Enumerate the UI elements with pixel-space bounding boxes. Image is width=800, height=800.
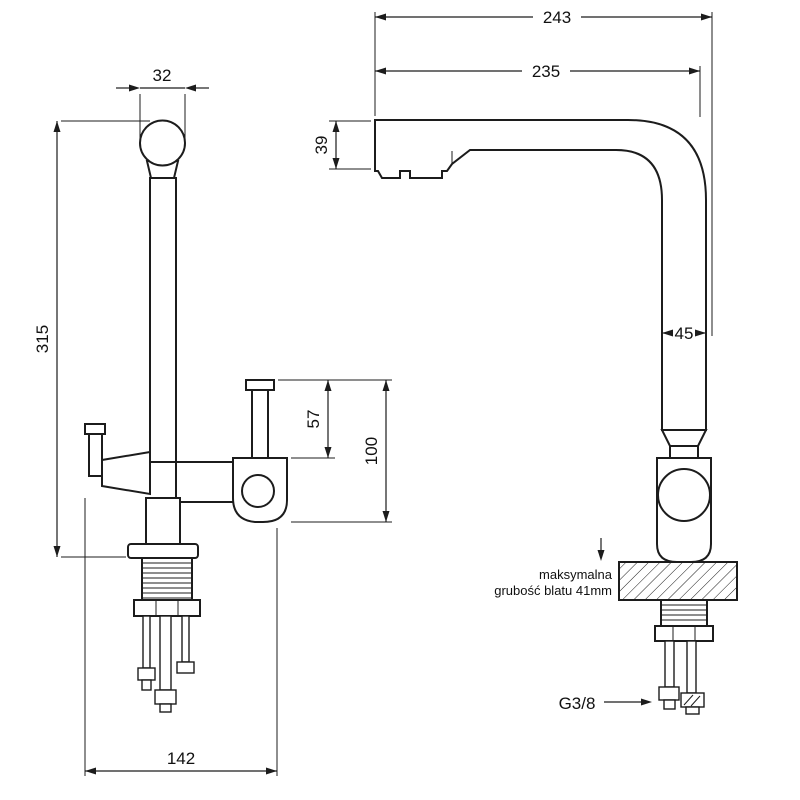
arrowhead [375,67,386,75]
arrowhead [701,13,712,21]
front-outlet-swivel [241,474,275,508]
arrowhead [375,13,386,21]
front-lower-body [145,497,181,545]
dim-label-100: 100 [362,437,381,465]
side-mounting-nut [654,625,714,642]
side-neck-ring [669,445,699,459]
thread-size-callout: G3/8 [559,694,652,713]
arrowhead [689,67,700,75]
front-head-ball [139,119,186,167]
arrowhead [662,329,673,337]
side-neck [660,429,708,447]
thread-size-label: G3/8 [559,694,596,713]
arrowhead [129,84,140,92]
side-threaded-stud [660,599,708,627]
dim-front-315: 315 [33,120,150,558]
dim-side-45: 45 [662,324,706,343]
front-view: 32 315 57 100 [33,66,392,776]
dim-side-243: 243 [374,8,713,336]
dim-label-315: 315 [33,325,52,353]
connector-hatch [690,695,701,707]
side-hose [664,640,675,688]
dim-front-100: 100 [291,380,392,523]
arrowhead [382,380,390,391]
front-faucet-outline [84,119,288,713]
dim-front-57: 57 [278,379,392,459]
dim-label-142: 142 [167,749,195,768]
dim-side-235: 235 [375,62,701,117]
front-spout-tube [149,177,177,463]
connector-hatch [683,694,694,706]
dim-side-39: 39 [312,120,371,170]
front-hose-tip [159,703,172,713]
arrowhead [332,158,340,169]
arrowhead [185,84,196,92]
side-connector-tip [685,706,700,715]
side-faucet-outline [374,119,738,715]
front-rod-fitting [176,661,195,674]
countertop-note-line1: maksymalna [539,567,613,582]
countertop-note-line2: grubość blatu 41mm [494,583,612,598]
front-rod-fitting [137,667,156,681]
front-handle-lever [88,431,103,477]
front-mounting-nut [133,599,201,617]
dim-front-142: 142 [84,498,278,776]
front-outlet-tube [251,389,269,459]
front-hose [159,615,172,691]
front-handle-cap [84,423,106,435]
arrowhead [332,121,340,132]
side-valve-knob [657,468,711,522]
arrowhead [382,511,390,522]
side-hose-fitting [658,686,680,701]
front-rod-tip [141,679,152,691]
front-thread-hatch [142,562,192,599]
arrowhead [53,121,61,132]
arrowhead [641,698,652,706]
dim-label-45: 45 [675,324,694,343]
countertop-note: maksymalna grubość blatu 41mm [494,538,613,598]
arrowhead [266,767,277,775]
arrowhead [597,550,605,561]
dim-label-32: 32 [153,66,172,85]
side-hose [686,640,697,694]
front-handle-cone [101,450,151,496]
side-view: 243 235 39 45 [312,8,738,715]
arrowhead [53,546,61,557]
front-mounting-rod [142,615,151,669]
arrowhead [695,329,706,337]
arrowhead [324,447,332,458]
side-hose-tip [663,699,676,710]
dim-label-243: 243 [543,8,571,27]
dim-label-57: 57 [304,410,323,429]
dim-label-235: 235 [532,62,560,81]
arrowhead [85,767,96,775]
countertop-section [618,561,738,601]
front-mounting-rod [181,615,190,663]
front-outlet-cap [245,379,275,391]
front-base-flange [127,543,199,559]
side-spout-profile [374,119,707,431]
front-outlet-arm [175,461,237,503]
dim-label-39: 39 [312,136,331,155]
front-threaded-stud [141,557,193,603]
dim-front-32: 32 [116,66,209,138]
side-thread-hatch [661,604,707,621]
front-hose-fitting [154,689,177,705]
arrowhead [324,380,332,391]
